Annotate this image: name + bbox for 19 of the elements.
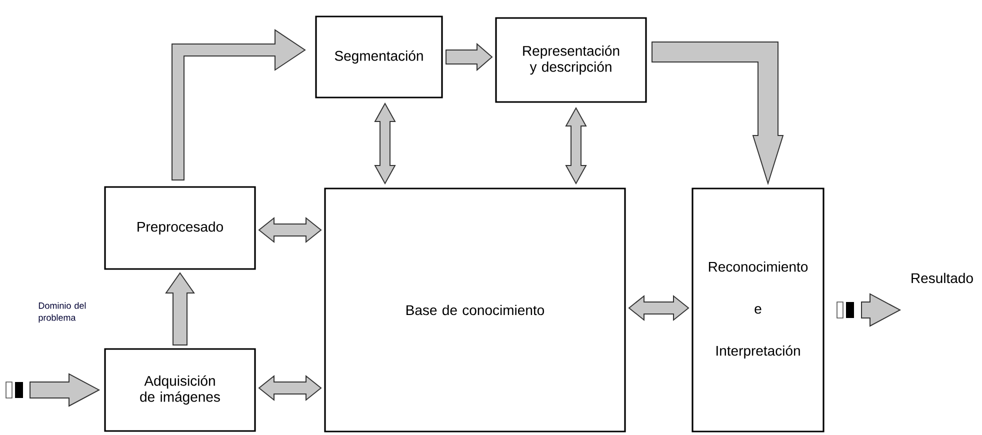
block-arrow	[565, 106, 587, 185]
block-arrow	[258, 374, 322, 402]
process-box: Preprocesado	[104, 186, 256, 270]
block-arrow	[374, 102, 396, 185]
process-box: Base de conocimiento	[324, 188, 626, 432]
process-box: Representación y descripción	[495, 17, 647, 103]
block-arrow	[628, 294, 690, 322]
block-arrow	[446, 42, 493, 72]
block-arrow	[165, 272, 195, 346]
process-box: Adquisición de imágenes	[104, 348, 256, 432]
block-arrow	[861, 293, 902, 327]
block-arrow	[30, 373, 100, 407]
block-arrow	[652, 42, 784, 186]
output-label: Resultado	[912, 272, 973, 284]
process-box: Segmentación	[315, 16, 443, 98]
block-arrow	[172, 29, 306, 180]
process-box: Reconocimiento e Interpretación	[692, 188, 824, 432]
block-arrow	[258, 216, 322, 244]
note-text: Dominio del problema	[38, 302, 86, 323]
